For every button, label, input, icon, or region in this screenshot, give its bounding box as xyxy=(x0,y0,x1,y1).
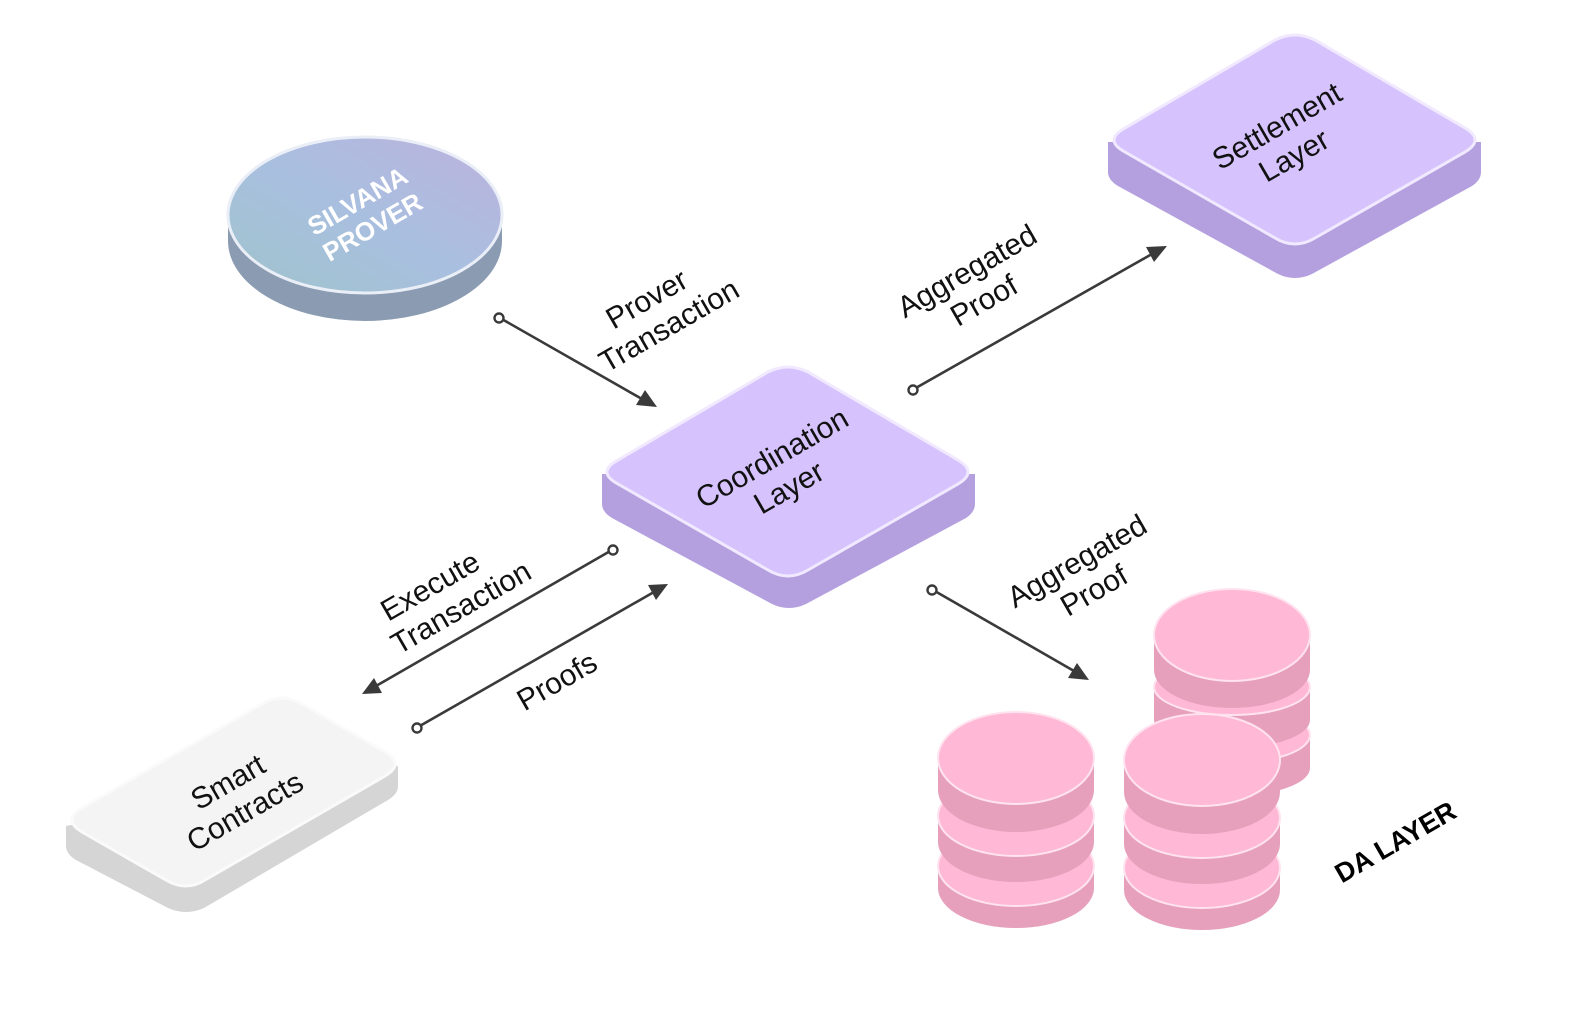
silvana-prover-node[interactable]: SILVANA PROVER xyxy=(226,135,504,321)
connector-start-dot xyxy=(907,384,919,396)
da-layer-node[interactable]: DA LAYER xyxy=(937,588,1462,930)
aggregated-proof-settlement-connector: Aggregated Proof xyxy=(892,219,1167,396)
contracts-slab-top xyxy=(70,696,397,888)
arrow-head-icon xyxy=(648,584,668,600)
aggregated-proof-da-connector: Aggregated Proof xyxy=(926,509,1153,680)
settlement-layer-node[interactable]: Settlement Layer xyxy=(1108,33,1481,278)
prover-disc-top xyxy=(226,135,504,295)
database-stack-left xyxy=(937,711,1095,928)
arrow-head-icon xyxy=(362,678,382,694)
arrow-head-icon xyxy=(1146,246,1167,262)
database-stack-right xyxy=(1123,713,1281,930)
smart-contracts-node[interactable]: Smart Contracts xyxy=(66,696,398,912)
connector-start-dot xyxy=(411,722,423,734)
connector-start-dot xyxy=(926,584,938,596)
prover-transaction-connector: Prover Transaction xyxy=(493,263,745,407)
coordination-slab-top xyxy=(605,365,970,578)
da-layer-label: DA LAYER xyxy=(1330,796,1462,889)
connector-start-dot xyxy=(493,312,505,324)
settlement-slab-top xyxy=(1112,33,1477,246)
coordination-layer-node[interactable]: Coordination Layer xyxy=(602,365,975,608)
arrow-head-icon xyxy=(1068,663,1089,680)
arrow-head-icon xyxy=(636,390,657,407)
connector-start-dot xyxy=(607,544,619,556)
proofs-label: Proofs xyxy=(511,646,603,718)
